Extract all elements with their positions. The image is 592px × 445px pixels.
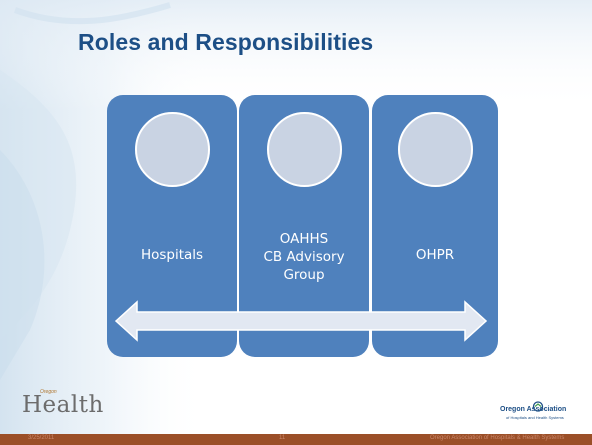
oahhs-logo-icon bbox=[532, 401, 544, 412]
oahhs-logo-name: Oregon Association bbox=[500, 406, 567, 413]
oahhs-label-line-2: CB Advisory bbox=[263, 249, 345, 265]
footer-bar: 3/25/2011 11 Oregon Association of Hospi… bbox=[0, 434, 592, 445]
oahhs-circle bbox=[267, 112, 342, 187]
slide-title: Roles and Responsibilities bbox=[78, 29, 374, 55]
ohpr-label: OHPR bbox=[415, 247, 455, 263]
footer-date: 3/25/2011 bbox=[28, 435, 55, 441]
oregon-health-logo: Oregon Health bbox=[22, 389, 104, 418]
oahhs-label-line-1: OAHHS bbox=[279, 231, 329, 247]
ohpr-circle bbox=[398, 112, 473, 187]
oahhs-logo-subtitle: of Hospitals and Health Systems bbox=[506, 415, 564, 420]
footer-page-number: 11 bbox=[279, 435, 286, 441]
footer-organization: Oregon Association of Hospitals & Health… bbox=[430, 435, 565, 441]
oahhs-label-line-3: Group bbox=[283, 267, 325, 283]
double-arrow-icon bbox=[115, 300, 487, 342]
hospitals-label: Hospitals bbox=[140, 247, 204, 263]
health-logo-text: Health bbox=[22, 392, 104, 418]
health-logo-small-text: Oregon bbox=[40, 389, 57, 395]
hospitals-circle bbox=[135, 112, 210, 187]
oahhs-logo: Oregon Association of Hospitals and Heal… bbox=[500, 401, 592, 427]
